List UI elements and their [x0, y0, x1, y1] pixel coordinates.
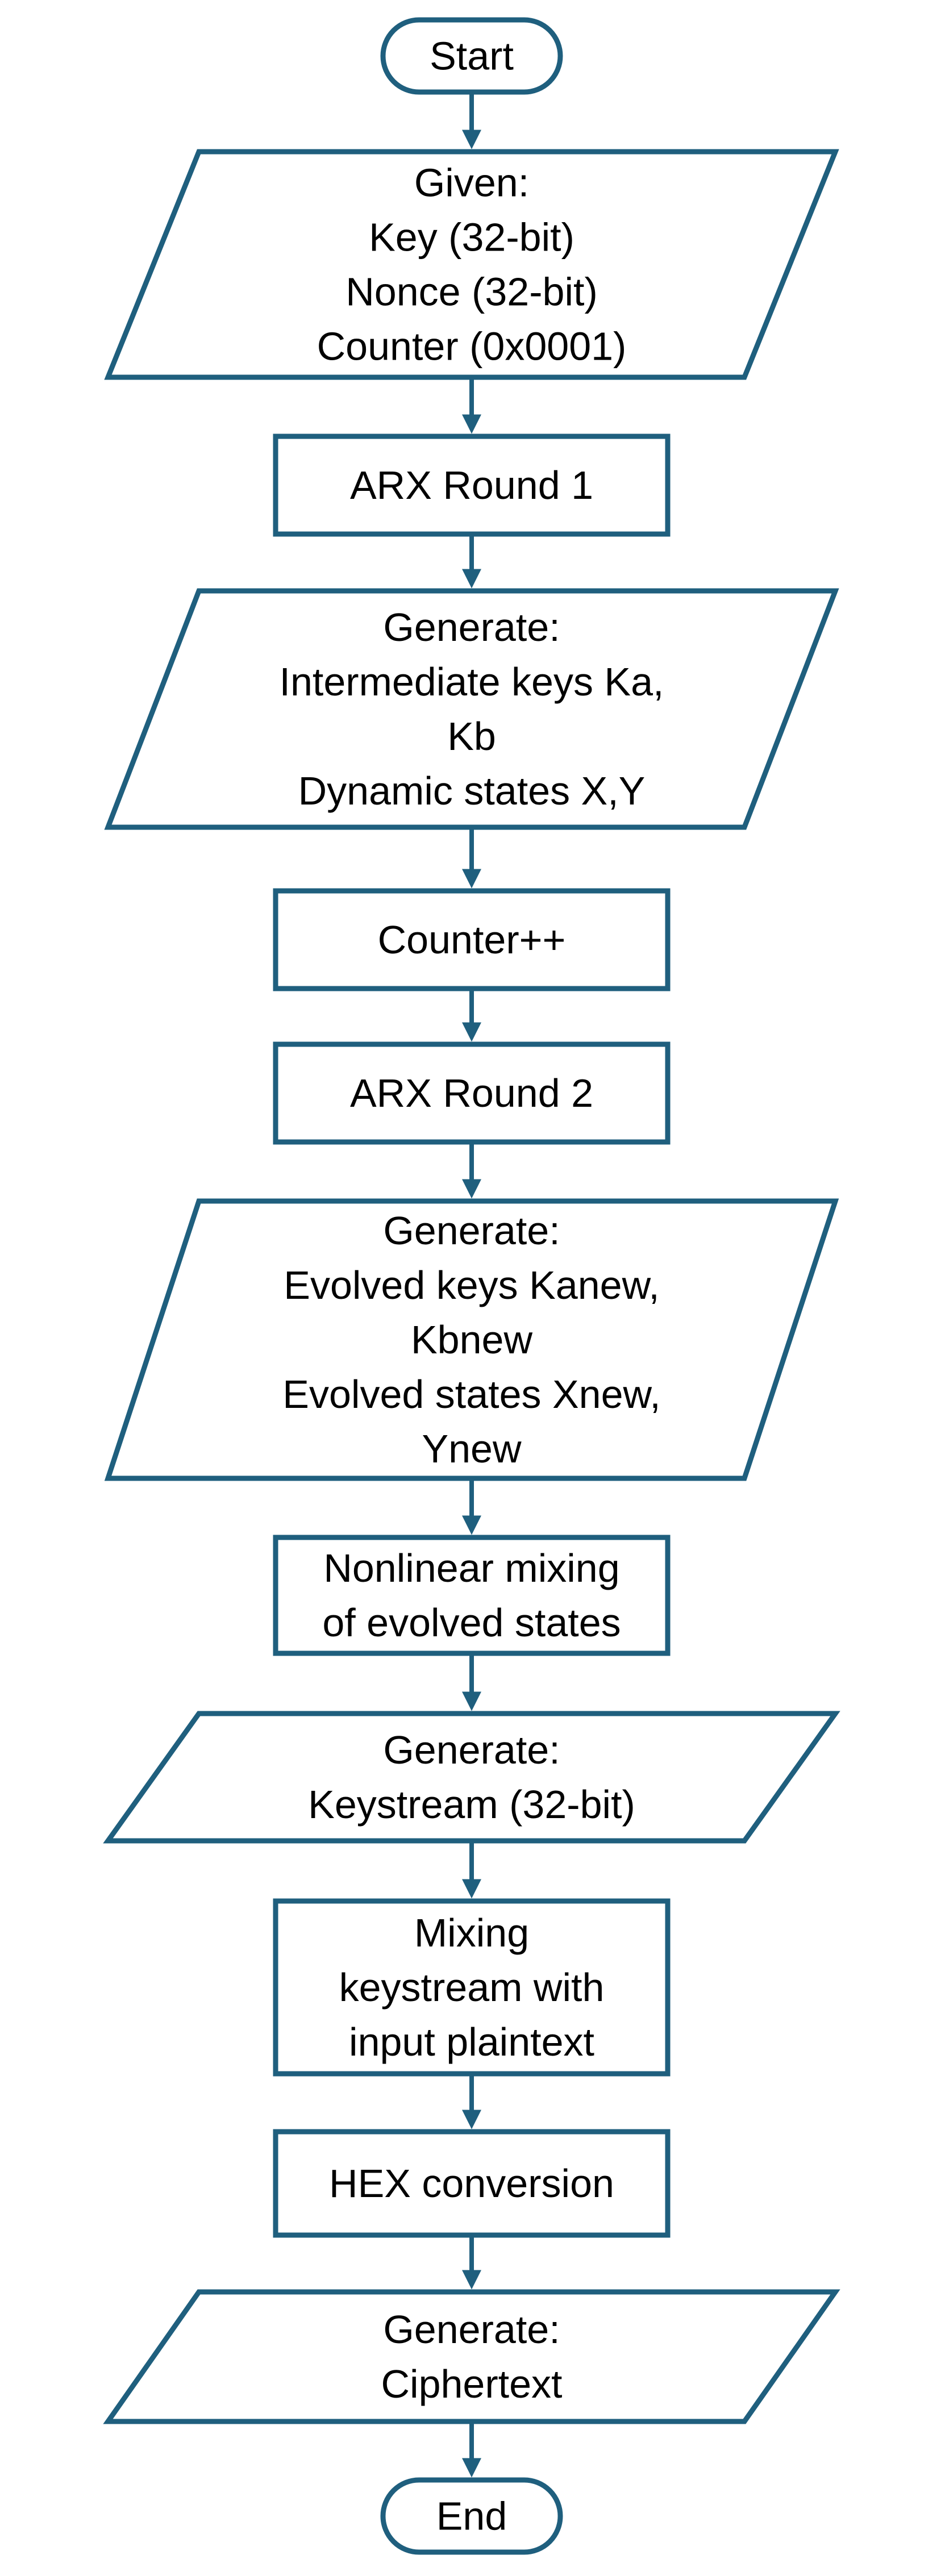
- node-end: End: [380, 2477, 563, 2555]
- node-label-line: of evolved states: [322, 1600, 621, 1645]
- data-shape: [103, 2289, 840, 2424]
- node-label-line: input plaintext: [349, 2020, 594, 2064]
- node-label-line: Evolved states Xnew,: [282, 1372, 660, 1416]
- node-label-line: Dynamic states X,Y: [298, 769, 646, 813]
- connector-arrow: [462, 2076, 481, 2129]
- process-shape: [273, 1041, 671, 1145]
- node-label-line: Counter (0x0001): [317, 324, 627, 369]
- node-label-line: Key (32-bit): [369, 215, 575, 260]
- node-label-line: Start: [430, 34, 514, 78]
- node-label-line: ARX Round 2: [350, 1071, 593, 1115]
- node-counter: Counter++: [273, 888, 671, 991]
- node-arx1: ARX Round 1: [273, 433, 671, 537]
- connector-arrow: [462, 991, 481, 1042]
- connector-arrow: [462, 1144, 481, 1199]
- node-start: Start: [380, 17, 563, 95]
- data-shape: [103, 1711, 840, 1844]
- data-shape: [104, 149, 839, 380]
- node-label-line: Mixing: [414, 1911, 529, 1955]
- terminator-shape: [380, 17, 563, 95]
- connector-arrow: [462, 94, 481, 149]
- node-label-line: Generate:: [383, 2307, 560, 2352]
- node-label-line: Generate:: [383, 605, 560, 649]
- node-label-line: Nonlinear mixing: [323, 1546, 619, 1590]
- process-shape: [273, 1535, 671, 1656]
- connector-arrow: [462, 536, 481, 589]
- node-generate-intermediate: Generate: Intermediate keys Ka, KbDynamic …: [104, 588, 839, 830]
- node-label-line: Intermediate keys Ka,: [280, 660, 664, 704]
- process-shape: [273, 888, 671, 991]
- connector-arrow: [462, 2237, 481, 2290]
- data-shape: [104, 588, 839, 830]
- process-shape: [273, 433, 671, 537]
- node-label-line: ARX Round 1: [350, 463, 593, 507]
- node-label-line: End: [436, 2494, 507, 2539]
- node-label-line: Generate:: [383, 1728, 560, 1772]
- connector-arrow: [462, 380, 481, 434]
- node-nonlinear-mixing: Nonlinear mixing of evolved states: [273, 1535, 671, 1656]
- node-label-line: Kb: [447, 714, 496, 758]
- node-label-line: Given:: [414, 161, 529, 205]
- process-shape: [273, 1898, 671, 2077]
- connector-arrow: [462, 1843, 481, 1899]
- connector-arrow: [462, 1656, 481, 1711]
- node-hex-conversion: HEX conversion: [273, 2129, 671, 2238]
- process-shape: [273, 2129, 671, 2238]
- node-arx2: ARX Round 2: [273, 1041, 671, 1145]
- node-label-line: HEX conversion: [329, 2161, 614, 2206]
- node-label-line: Kbnew: [411, 1318, 532, 1362]
- connector-arrow: [462, 830, 481, 889]
- connectors: [462, 94, 481, 2478]
- node-label-line: Ciphertext: [381, 2362, 562, 2406]
- node-label-line: Generate:: [383, 1208, 560, 1253]
- node-label-line: Keystream (32-bit): [308, 1782, 635, 1827]
- node-label-line: keystream with: [339, 1965, 605, 2010]
- node-generate-evolved: Generate: Evolved keys Kanew, KbnewEvolved…: [104, 1198, 839, 1481]
- node-label-line: Ynew: [422, 1427, 522, 1471]
- node-mixing-keystream: Mixing keystream with input plaintext: [273, 1898, 671, 2077]
- node-generate-ciphertext: Generate: Ciphertext: [103, 2289, 840, 2424]
- data-shape: [104, 1198, 839, 1481]
- node-generate-keystream: Generate: Keystream (32-bit): [103, 1711, 840, 1844]
- connector-arrow: [462, 1481, 481, 1535]
- node-label-line: Counter++: [378, 918, 566, 962]
- node-label-line: Nonce (32-bit): [345, 270, 598, 314]
- node-given: Given: Key (32-bit) Nonce (32-bit) Counter …: [104, 149, 839, 380]
- connector-arrow: [462, 2424, 481, 2478]
- node-label-line: Evolved keys Kanew,: [284, 1263, 659, 1307]
- terminator-shape: [380, 2477, 563, 2555]
